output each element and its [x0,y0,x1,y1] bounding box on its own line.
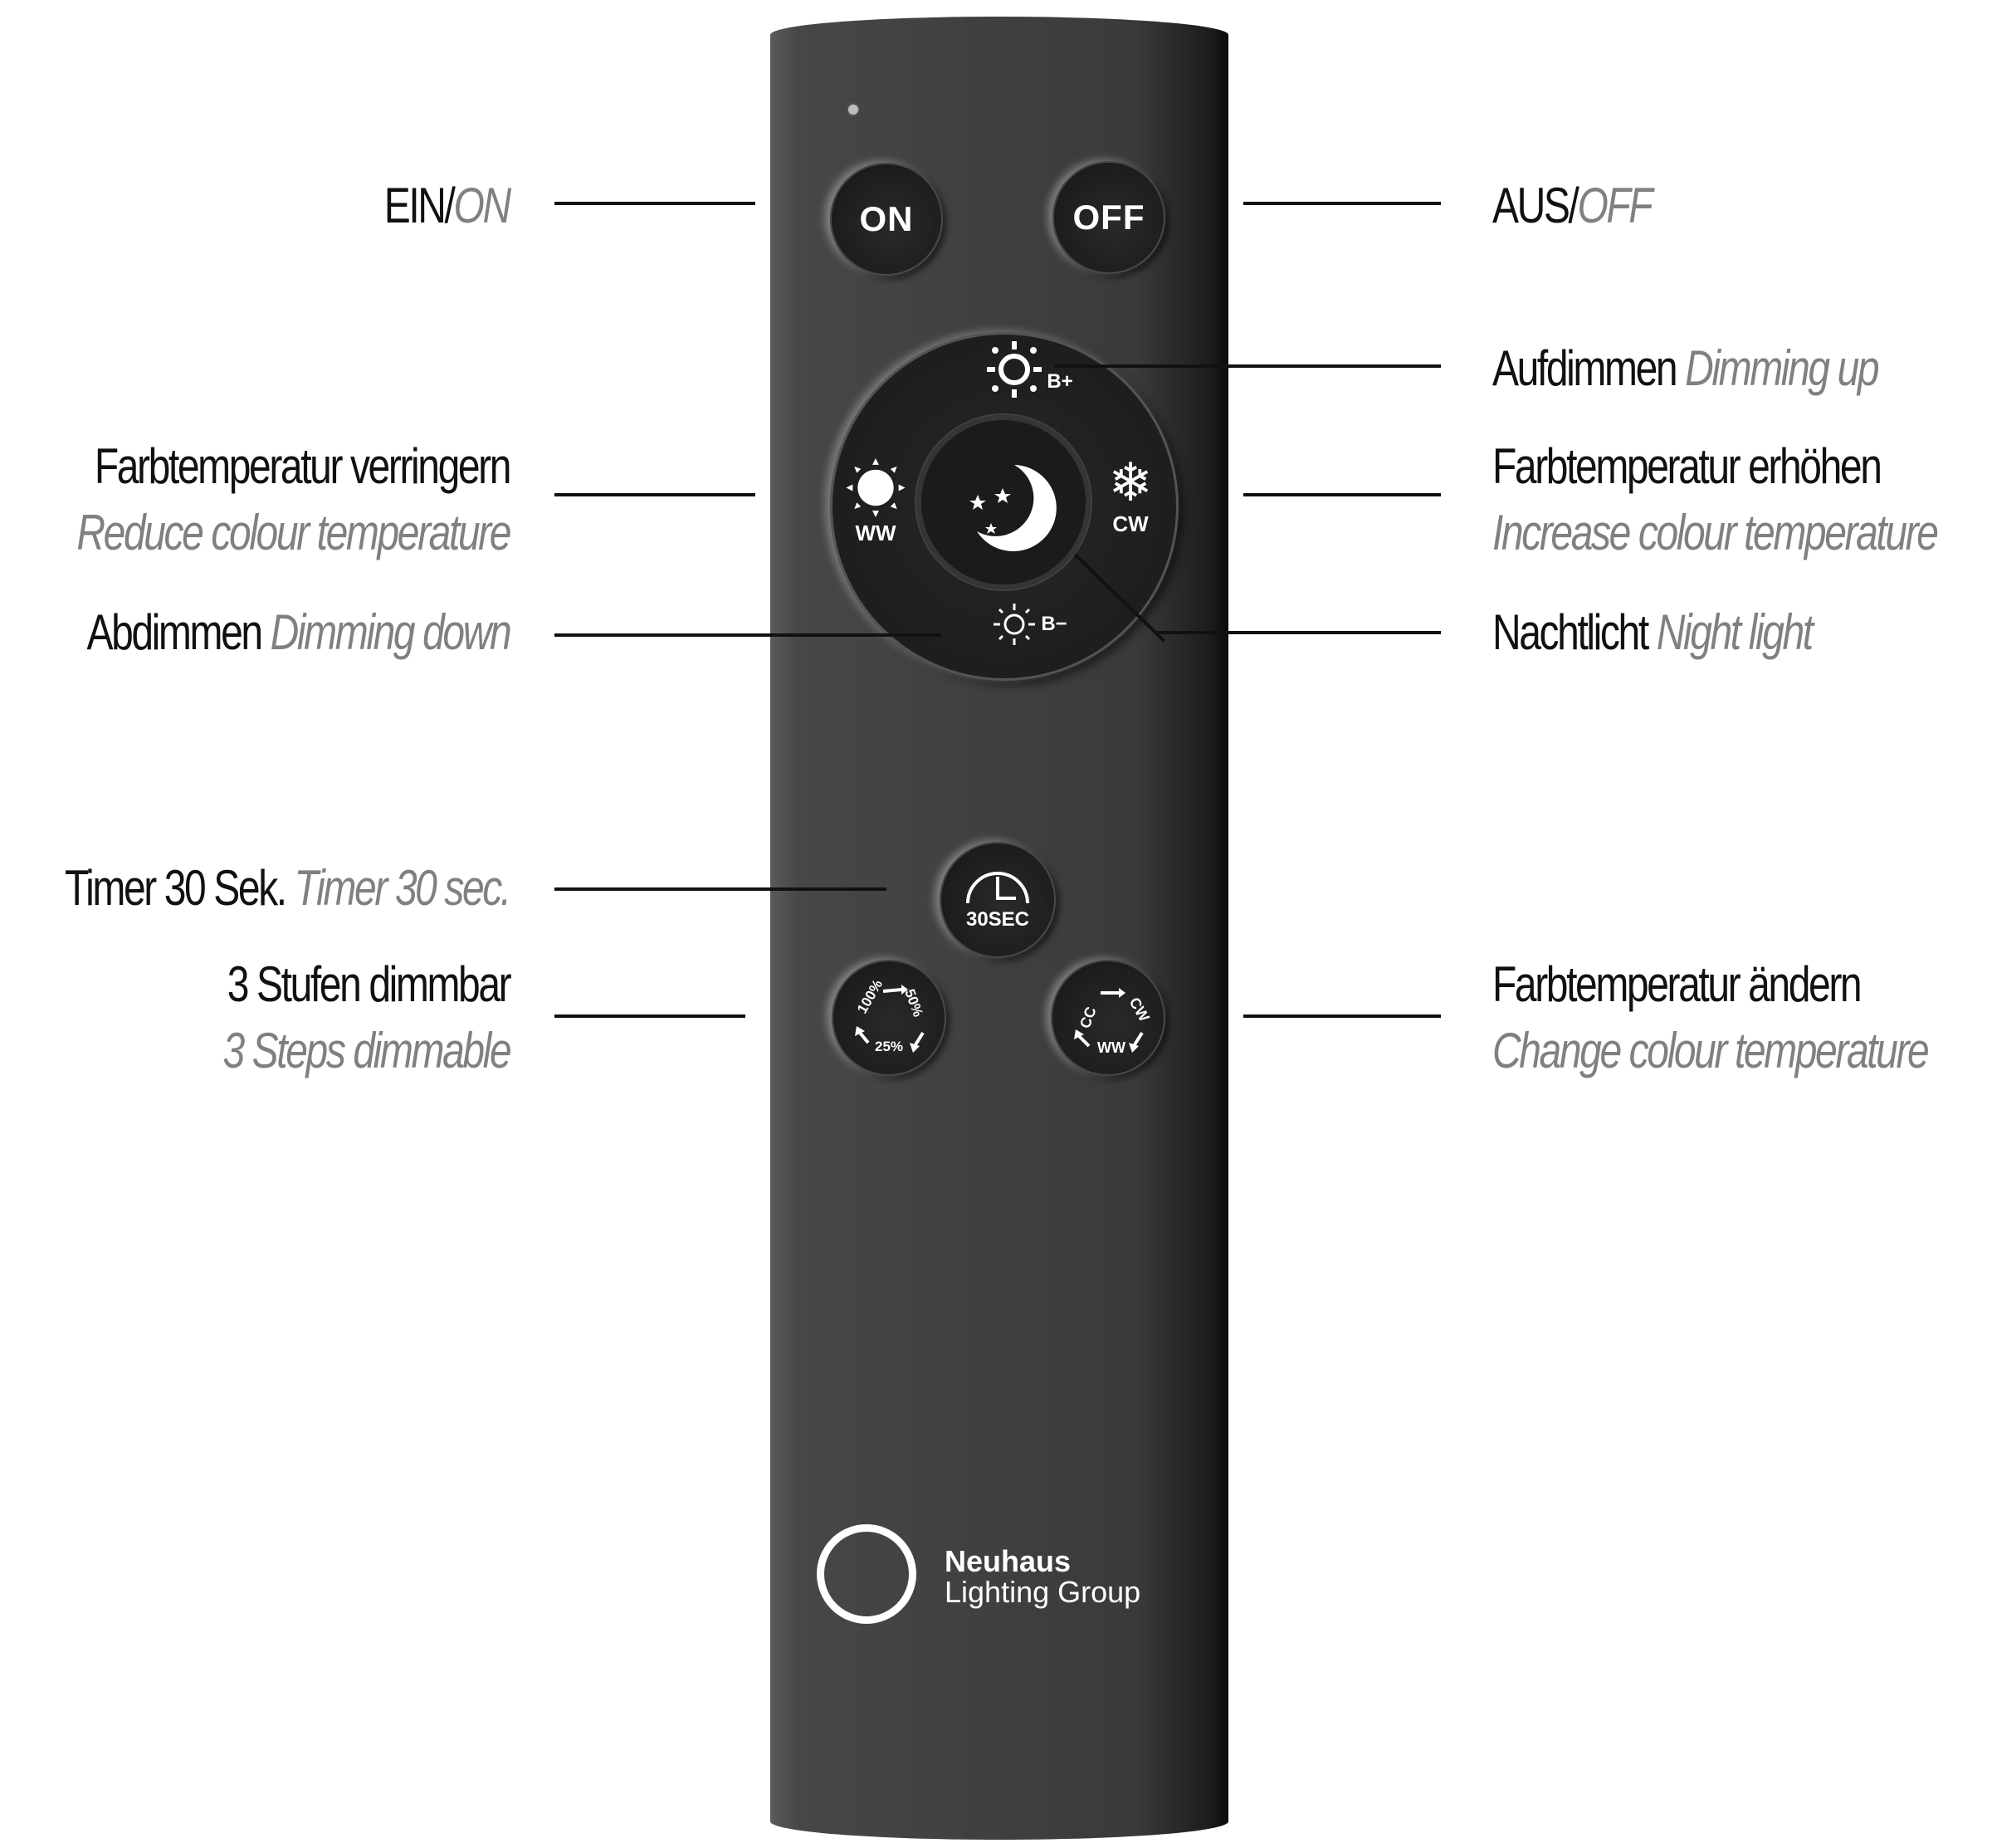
svg-text:50%: 50% [901,987,925,1019]
timer-30sec-button[interactable]: 30SEC [940,842,1056,958]
brand-name: Neuhaus [945,1544,1072,1578]
callout-night-light: Nachtlicht Night light [1492,604,1814,660]
cool-white-label: CW [1112,511,1149,536]
status-led-indicator [848,105,858,115]
leader-line-dimming-up [1055,364,1441,368]
on-button[interactable]: ON [830,163,943,276]
dim-cycle-icon: 100% 50% 25% [854,977,926,1054]
sun-small-icon [994,604,1036,645]
brand-subtitle: Lighting Group [945,1575,1141,1609]
leader-line-color-change [1243,1014,1441,1018]
color-cycle-icon: CC CW WW [1074,988,1153,1056]
callout-reduce-colour-temperature: Farbtemperatur verringern Reduce colour … [76,438,511,560]
snowflake-icon: ❄ [1108,452,1153,512]
dim-steps-button[interactable]: 100% 50% 25% [832,960,946,1076]
callout-increase-colour-temperature: Farbtemperatur erhöhen Increase colour t… [1492,438,1939,560]
svg-text:WW: WW [1097,1039,1125,1056]
callout-change-colour-temperature: Farbtemperatur ändern Change colour temp… [1492,956,1930,1078]
brightness-down-button[interactable]: B− [971,599,1087,649]
leader-line-increase-temp [1243,493,1441,496]
off-button-label: OFF [1072,198,1145,237]
callout-dimming-down: Abdimmen Dimming down [86,604,511,660]
callout-timer: Timer 30 Sek. Timer 30 sec. [65,860,511,916]
svg-text:25%: 25% [875,1039,903,1054]
leader-line-off [1243,202,1441,205]
leader-line-dim-steps [554,1014,745,1018]
clock-icon [966,872,1029,904]
warm-white-label: WW [855,521,896,545]
color-cycle-button[interactable]: CC CW WW [1051,960,1165,1076]
on-button-label: ON [859,199,914,238]
callout-on: EIN/ON [384,178,511,233]
svg-text:CC: CC [1077,1005,1100,1030]
night-light-button[interactable] [916,415,1091,589]
brightness-down-label: B− [1041,613,1067,635]
brightness-up-label: B+ [1047,370,1073,393]
leader-line-timer [554,887,886,891]
brand-logo-circle-icon [817,1524,916,1624]
callout-dimming-up: Aufdimmen Dimming up [1492,340,1880,396]
leader-line-reduce-temp [554,493,755,496]
svg-text:CW: CW [1126,995,1153,1024]
off-button[interactable]: OFF [1052,161,1165,274]
callout-off: AUS/OFF [1492,178,1653,233]
leader-line-night-light [1155,631,1441,634]
cool-white-button[interactable]: ❄ CW [1097,453,1164,545]
warm-sun-icon [846,457,906,518]
moon-stars-icon [969,465,1057,551]
timer-label: 30SEC [965,908,1030,931]
svg-text:100%: 100% [854,977,886,1016]
leader-line-dimming-down [554,633,941,637]
callout-3-steps-dimmable: 3 Stufen dimmbar 3 Steps dimmable [222,956,511,1078]
warm-white-button[interactable]: WW [834,455,917,546]
sun-large-icon [987,341,1042,398]
brightness-up-button[interactable]: B+ [963,332,1096,407]
leader-line-on [554,202,755,205]
